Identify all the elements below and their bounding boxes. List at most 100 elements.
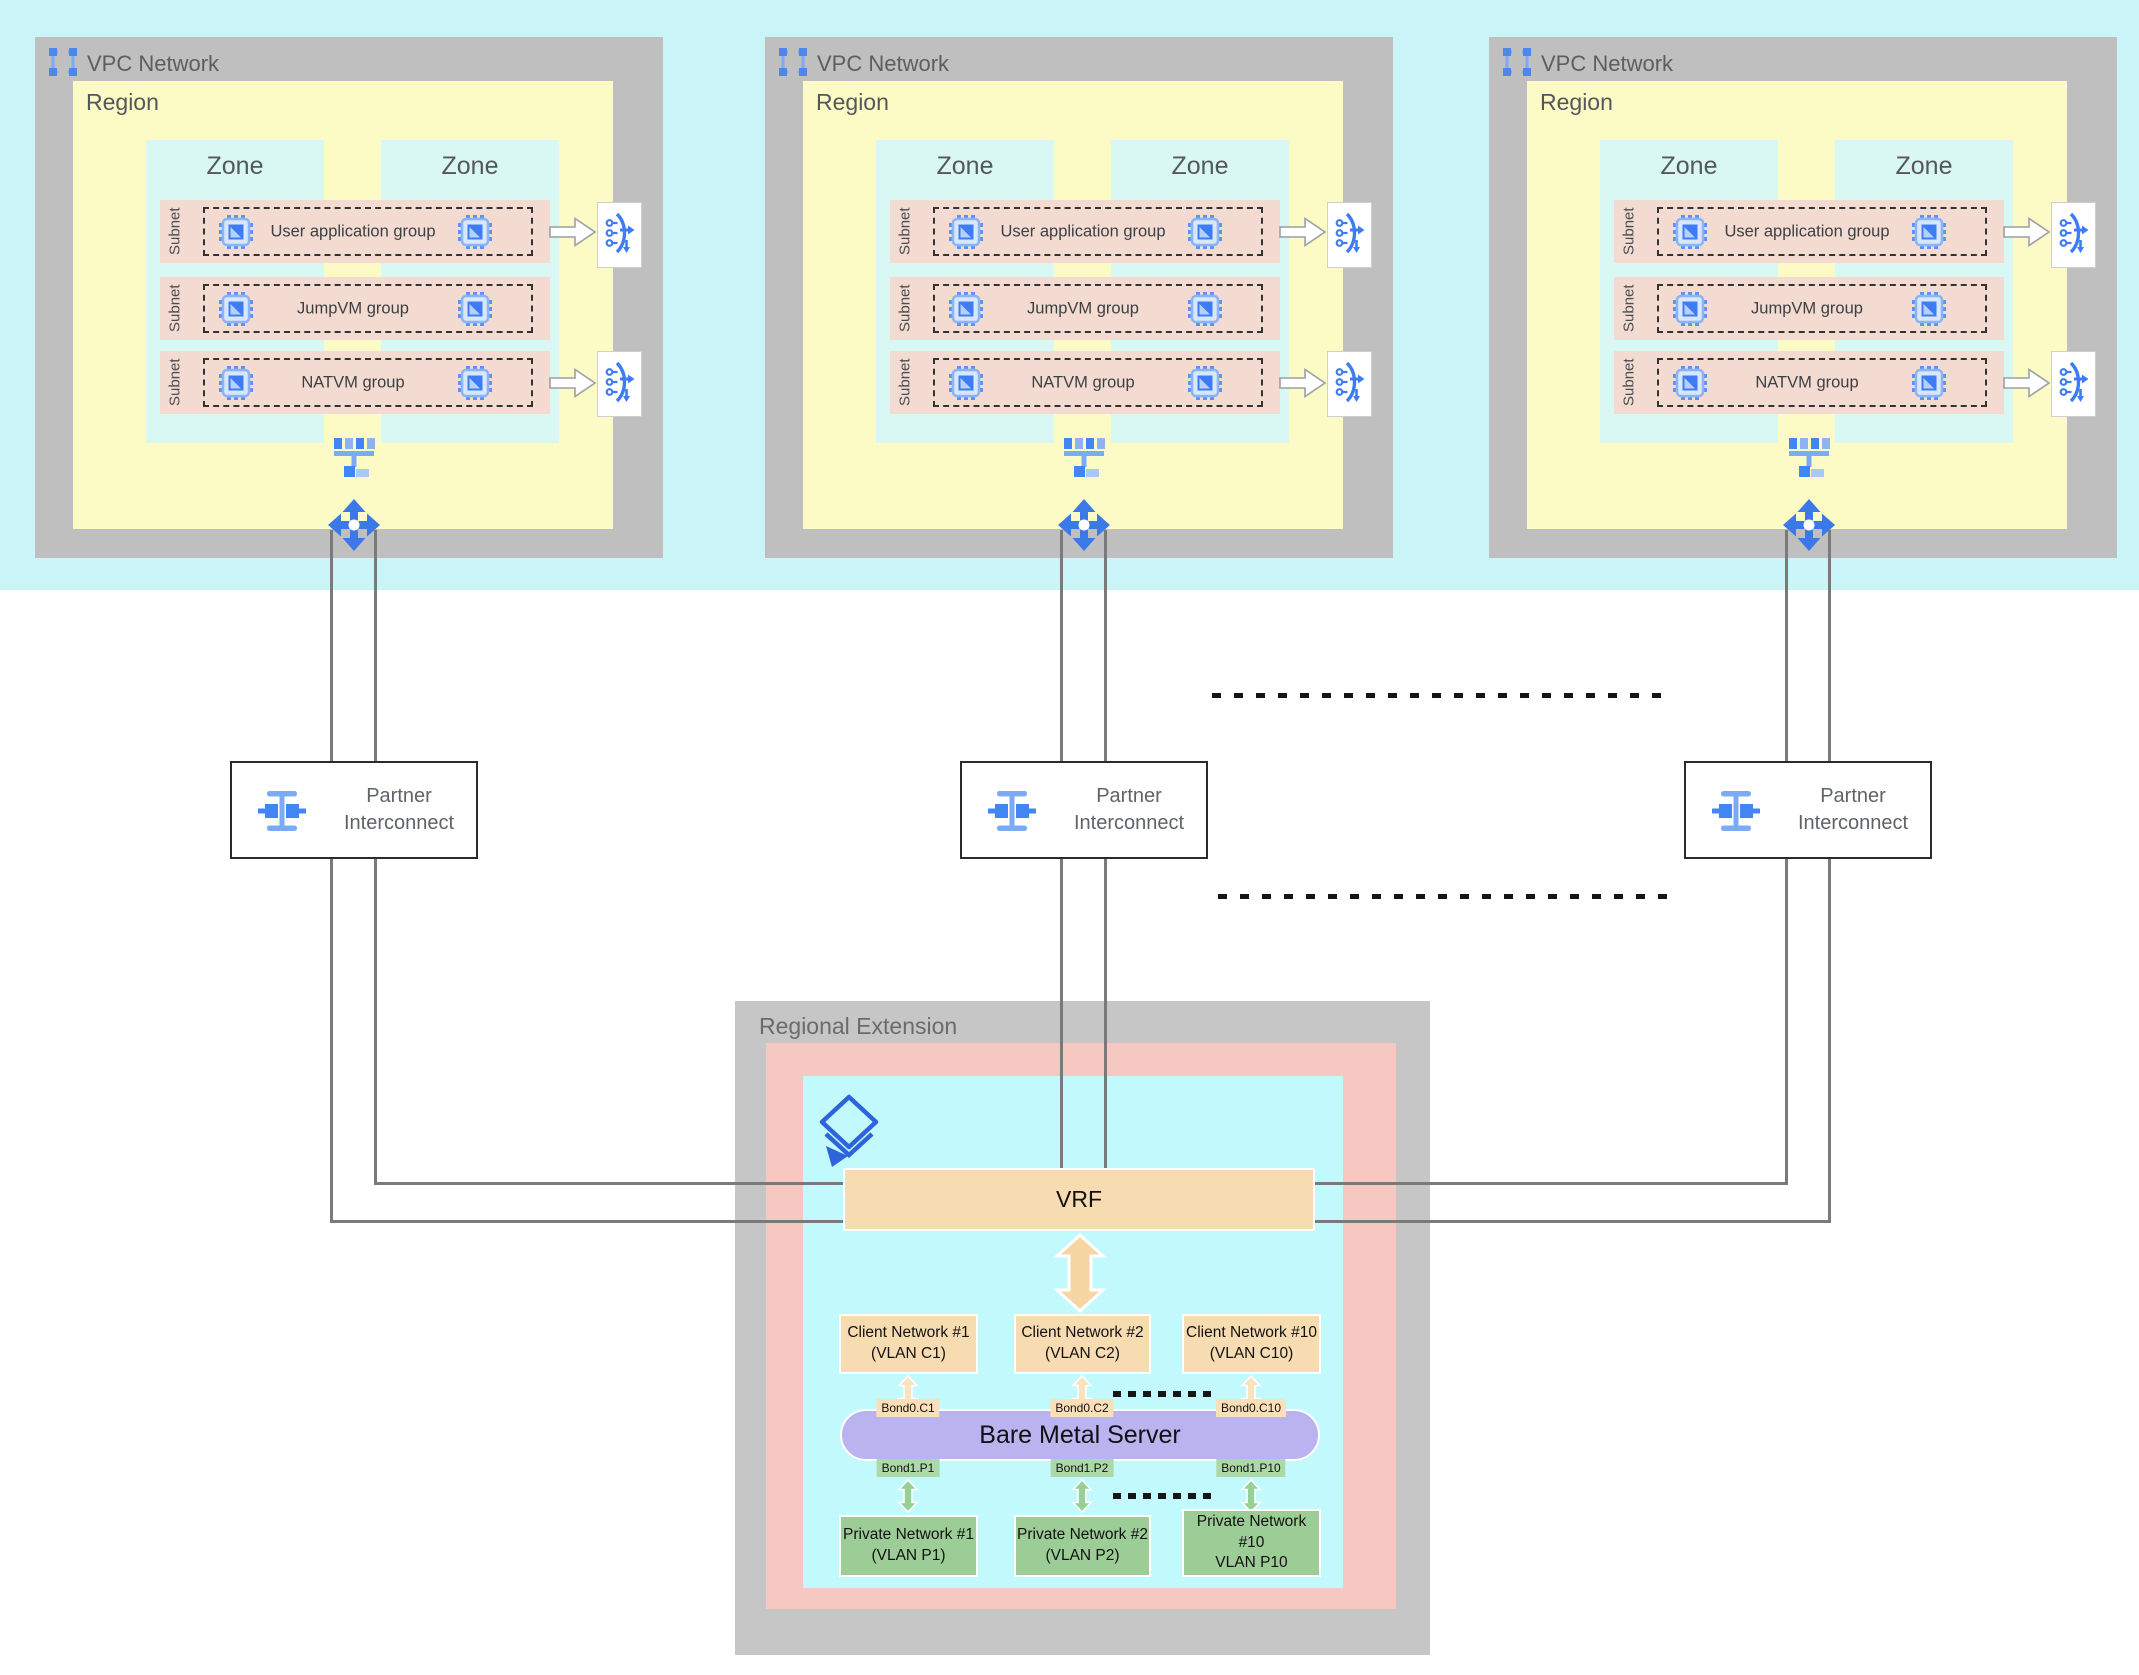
compute-vm-icon <box>219 292 253 326</box>
zone-title: Zone <box>936 152 994 180</box>
vpc-icon <box>48 47 78 77</box>
instance-group-box: JumpVM group <box>203 284 533 333</box>
vpc-network-block-3: VPC Network Region Zone Zone Subnet User… <box>1489 37 2117 558</box>
link-line <box>1315 1182 1788 1185</box>
group-label: NATVM group <box>1031 373 1135 391</box>
subnet-label: Subnet <box>1620 358 1638 407</box>
link-line <box>330 530 333 762</box>
ellipsis-dotted-line <box>1113 1493 1213 1499</box>
private-network-vlan: VLAN P10 <box>1215 1554 1288 1572</box>
subnet-label: Subnet <box>1620 284 1638 333</box>
zone-title: Zone <box>1660 152 1718 180</box>
compute-vm-icon <box>1912 215 1946 249</box>
client-network-name: Client Network #1 <box>847 1324 970 1342</box>
link-line <box>330 1220 843 1223</box>
group-label: JumpVM group <box>1027 299 1139 317</box>
subnet-row: Subnet NATVM group <box>1614 351 2004 414</box>
subnet-row: Subnet NATVM group <box>890 351 1280 414</box>
group-label: User application group <box>270 222 436 240</box>
client-network-name: Client Network #2 <box>1021 1324 1144 1342</box>
compute-vm-icon <box>458 215 492 249</box>
compute-vm-icon <box>949 215 983 249</box>
partner-interconnect-icon <box>258 791 306 831</box>
link-line <box>1315 1220 1831 1223</box>
load-balancer-box <box>2051 351 2096 417</box>
zone-title: Zone <box>206 152 264 180</box>
network-tree-icon <box>331 438 377 480</box>
client-network-name: Client Network #10 <box>1186 1324 1317 1342</box>
load-balancer-icon <box>605 361 635 407</box>
compute-vm-icon <box>458 292 492 326</box>
cross-arrows-icon <box>1057 498 1111 552</box>
bond-label: Bond0.C1 <box>876 1399 940 1417</box>
layers-icon <box>818 1094 880 1172</box>
link-line <box>1104 530 1107 762</box>
compute-vm-icon <box>458 366 492 400</box>
subnet-label: Subnet <box>896 207 914 256</box>
ellipsis-dotted-line <box>1218 894 1671 899</box>
partner-interconnect-box: Partner Interconnect <box>230 761 478 859</box>
subnet-row: Subnet User application group <box>890 200 1280 263</box>
bare-metal-server-label: Bare Metal Server <box>979 1420 1181 1449</box>
client-network-vlan: (VLAN C10) <box>1209 1345 1294 1362</box>
instance-group-box: User application group <box>1657 207 1987 256</box>
to-lb-arrow <box>1279 368 1327 398</box>
subnet-row: Subnet JumpVM group <box>160 277 550 340</box>
group-label: User application group <box>1724 222 1890 240</box>
compute-vm-icon <box>1188 215 1222 249</box>
link-line <box>1104 859 1107 1169</box>
link-line <box>1060 859 1063 1169</box>
bond-arrow <box>897 1479 919 1513</box>
compute-vm-icon <box>1673 292 1707 326</box>
private-network-box: Private Network #1 (VLAN P1) <box>839 1515 978 1577</box>
cross-arrows-icon <box>327 498 381 552</box>
to-lb-arrow <box>549 368 597 398</box>
partner-interconnect-label: Partner Interconnect <box>1797 785 1909 834</box>
private-network-name: Private Network #2 <box>1017 1526 1148 1544</box>
subnet-row: Subnet NATVM group <box>160 351 550 414</box>
vpc-icon <box>778 47 808 77</box>
subnet-row: Subnet JumpVM group <box>890 277 1280 340</box>
link-line <box>1828 530 1831 762</box>
bond-label: Bond0.C10 <box>1215 1399 1287 1417</box>
private-network-num: #10 <box>1238 1533 1265 1551</box>
client-network-box: Client Network #1 (VLAN C1) <box>839 1314 978 1374</box>
link-line <box>1828 859 1831 1223</box>
subnet-label: Subnet <box>896 284 914 333</box>
link-line <box>374 530 377 762</box>
zone-title: Zone <box>1895 152 1953 180</box>
instance-group-box: JumpVM group <box>1657 284 1987 333</box>
partner-interconnect-label: Partner Interconnect <box>343 785 455 834</box>
zone-title: Zone <box>441 152 499 180</box>
bond-arrow <box>1071 1479 1093 1513</box>
region-title: Region <box>86 89 159 115</box>
partner-interconnect-box: Partner Interconnect <box>960 761 1208 859</box>
network-tree-icon <box>1061 438 1107 480</box>
link-line <box>330 859 333 1223</box>
vpc-title: VPC Network <box>87 51 220 76</box>
network-tree-icon <box>1786 438 1832 480</box>
subnet-row: Subnet User application group <box>1614 200 2004 263</box>
instance-group-box: JumpVM group <box>933 284 1263 333</box>
link-line <box>1785 530 1788 762</box>
load-balancer-box <box>597 202 642 268</box>
load-balancer-icon <box>1335 212 1365 258</box>
region-title: Region <box>1540 89 1613 115</box>
compute-vm-icon <box>1188 292 1222 326</box>
link-line <box>374 1182 843 1185</box>
group-label: JumpVM group <box>1751 299 1863 317</box>
group-label: JumpVM group <box>297 299 409 317</box>
private-network-vlan: (VLAN P2) <box>1045 1547 1120 1564</box>
client-network-vlan: (VLAN C2) <box>1045 1345 1120 1362</box>
link-line <box>374 859 377 1185</box>
partner-interconnect-box: Partner Interconnect <box>1684 761 1932 859</box>
bond-label: Bond1.P1 <box>876 1459 940 1477</box>
partner-interconnect-label: Partner Interconnect <box>1073 785 1185 834</box>
load-balancer-icon <box>2059 212 2089 258</box>
subnet-label: Subnet <box>166 358 184 407</box>
partner-interconnect-icon <box>988 791 1036 831</box>
vrf-bms-double-arrow <box>1053 1233 1107 1313</box>
compute-vm-icon <box>219 366 253 400</box>
regional-extension-title: Regional Extension <box>759 1013 958 1039</box>
